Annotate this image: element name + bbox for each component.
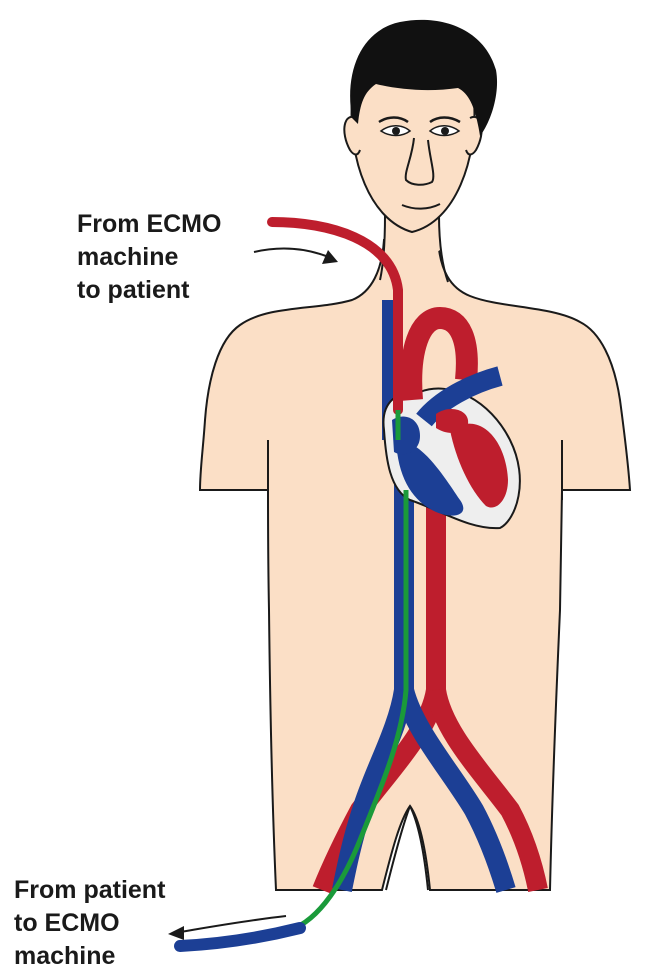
label-machine-to-patient: From ECMO machine to patient: [77, 208, 221, 307]
label-line: to patient: [77, 274, 221, 307]
label-line: From patient: [14, 874, 165, 907]
head-icon: [344, 20, 497, 232]
label-patient-to-machine: From patient to ECMO machine: [14, 874, 165, 973]
label-line: From ECMO: [77, 208, 221, 241]
label-line: machine: [14, 940, 165, 973]
left-pupil: [392, 127, 400, 135]
label-line: to ECMO: [14, 907, 165, 940]
arrow-bottom-head: [168, 926, 184, 940]
arrow-top-head: [322, 250, 338, 264]
drainage-tube-outside: [180, 928, 300, 946]
right-pupil: [441, 127, 449, 135]
arrow-top-shaft: [254, 249, 326, 256]
label-line: machine: [77, 241, 221, 274]
arrow-icon: [254, 249, 338, 264]
